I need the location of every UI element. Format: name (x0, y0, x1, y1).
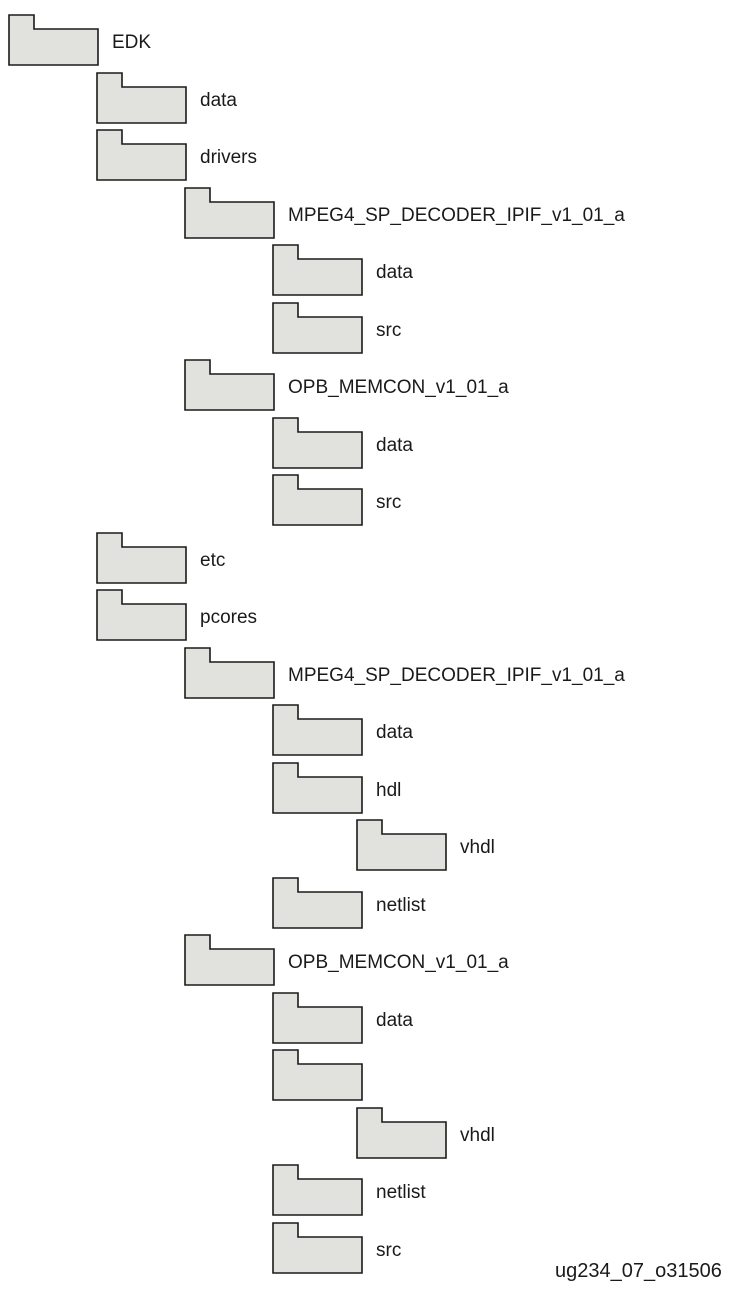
folder-icon (184, 359, 276, 411)
folder-label: data (376, 262, 413, 283)
folder-label: OPB_MEMCON_v1_01_a (288, 952, 509, 973)
folder-icon (356, 819, 448, 871)
folder-label: src (376, 320, 402, 341)
folder-label: src (376, 492, 402, 513)
folder-label: data (376, 435, 413, 456)
folder-label: data (376, 1010, 413, 1031)
figure-caption: ug234_07_o31506 (555, 1260, 722, 1282)
folder-label: hdl (376, 780, 402, 801)
folder-label: MPEG4_SP_DECODER_IPIF_v1_01_a (288, 205, 625, 226)
folder-icon (272, 474, 364, 526)
folder-icon (272, 877, 364, 929)
folder-icon (272, 302, 364, 354)
folder-icon (8, 14, 100, 66)
folder-label: data (376, 722, 413, 743)
folder-label: src (376, 1240, 402, 1261)
folder-icon (272, 244, 364, 296)
folder-icon (272, 1164, 364, 1216)
folder-label: MPEG4_SP_DECODER_IPIF_v1_01_a (288, 665, 625, 686)
folder-icon (272, 417, 364, 469)
folder-icon (96, 72, 188, 124)
folder-label: OPB_MEMCON_v1_01_a (288, 377, 509, 398)
folder-label: data (200, 90, 237, 111)
folder-label: etc (200, 550, 226, 571)
folder-label: netlist (376, 1182, 426, 1203)
folder-icon (96, 589, 188, 641)
folder-icon (272, 1222, 364, 1274)
folder-icon (184, 647, 276, 699)
folder-icon (184, 187, 276, 239)
folder-label: pcores (200, 607, 258, 628)
folder-icon (96, 129, 188, 181)
folder-label: vhdl (460, 1125, 495, 1146)
folder-label: EDK (112, 32, 152, 53)
folder-icon (272, 1049, 364, 1101)
folder-label: drivers (200, 147, 258, 168)
folder-label: netlist (376, 895, 426, 916)
folder-icon (184, 934, 276, 986)
folder-icon (272, 704, 364, 756)
folder-icon (96, 532, 188, 584)
folder-icon (356, 1107, 448, 1159)
folder-icon (272, 762, 364, 814)
folder-label: vhdl (460, 837, 495, 858)
folder-icon (272, 992, 364, 1044)
